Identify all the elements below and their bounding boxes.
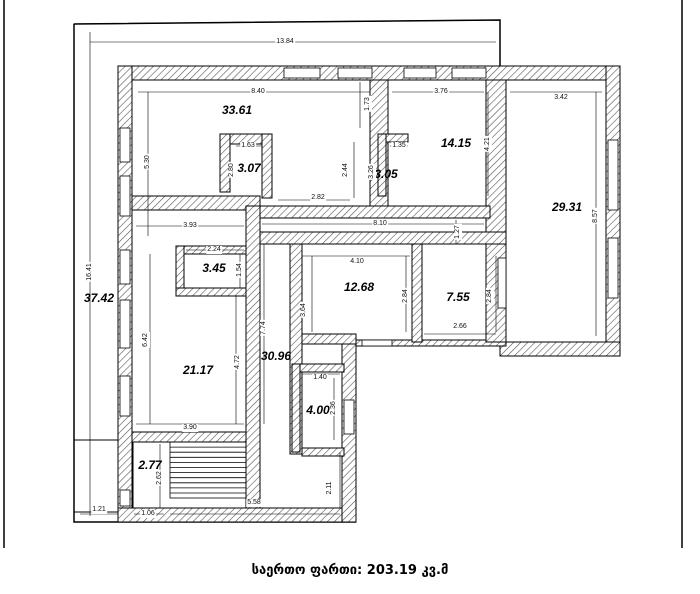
dimension-label: 1.63 xyxy=(240,142,256,150)
dimension-label: 2.44 xyxy=(342,162,350,178)
dimension-label: 13.84 xyxy=(275,38,295,46)
dimension-label: 3.26 xyxy=(368,164,376,180)
room-area-label: 12.68 xyxy=(343,280,375,294)
room-area-label: 3.45 xyxy=(202,261,226,275)
total-area-unit: კვ.მ xyxy=(421,563,449,578)
dimension-label: 5.30 xyxy=(144,154,152,170)
dimension-label: 8.57 xyxy=(592,208,600,224)
dimension-label: 16.41 xyxy=(86,262,94,282)
total-area-caption: საერთო ფართი: 203.19 კვ.მ xyxy=(0,563,700,578)
room-area-label: 3.07 xyxy=(237,161,261,175)
dimension-label: 2.82 xyxy=(310,194,326,202)
total-area-value: 203.19 xyxy=(366,563,417,578)
room-area-label: 3.05 xyxy=(374,167,398,181)
dimension-label: 2.84 xyxy=(402,288,410,304)
dimension-label: 1.21 xyxy=(91,506,107,514)
dimension-label: 2.24 xyxy=(206,246,222,254)
dimension-label: 3.90 xyxy=(182,424,198,432)
dimension-label: 2.11 xyxy=(326,480,334,496)
room-area-label: 33.61 xyxy=(221,103,253,117)
dimension-label: 4.21 xyxy=(484,136,492,152)
dimension-label: 1.54 xyxy=(236,262,244,278)
dimension-label: 8.10 xyxy=(372,220,388,228)
dimension-label: 3.76 xyxy=(433,88,449,96)
dimension-label: 1.35 xyxy=(391,142,407,150)
dimension-lines xyxy=(80,32,602,516)
room-area-label: 2.77 xyxy=(138,458,162,472)
dimension-label: 1.27 xyxy=(454,224,462,240)
dimension-label: 6.42 xyxy=(142,332,150,348)
room-area-label: 14.15 xyxy=(440,136,472,150)
windows xyxy=(119,67,619,507)
dimension-label: 2.80 xyxy=(228,162,236,178)
dimension-label: 1.40 xyxy=(312,374,328,382)
total-area-label: საერთო ფართი: xyxy=(251,563,363,578)
dimension-label: 2.66 xyxy=(452,323,468,331)
room-area-label: 21.17 xyxy=(182,363,214,377)
staircase xyxy=(169,441,247,499)
dimension-label: 1.06 xyxy=(140,510,156,518)
room-area-label: 4.00 xyxy=(306,403,330,417)
dimension-label: 7.74 xyxy=(260,320,268,336)
dimension-label: 5.58 xyxy=(246,499,262,507)
dimension-label: 3.64 xyxy=(300,302,308,318)
room-area-label: 37.42 xyxy=(83,291,115,305)
room-area-label: 7.55 xyxy=(446,290,470,304)
dimension-label: 4.10 xyxy=(349,258,365,266)
dimension-label: 3.93 xyxy=(182,222,198,230)
dimension-label: 2.84 xyxy=(486,288,494,304)
room-area-label: 29.31 xyxy=(551,200,583,214)
room-area-label: 30.96 xyxy=(260,349,292,363)
dimension-label: 2.62 xyxy=(156,470,164,486)
dimension-label: 1.73 xyxy=(364,96,372,112)
dimension-label: 3.42 xyxy=(553,94,569,102)
dimension-label: 8.40 xyxy=(250,88,266,96)
dimension-label: 2.36 xyxy=(330,400,338,416)
dimension-label: 4.72 xyxy=(234,354,242,370)
